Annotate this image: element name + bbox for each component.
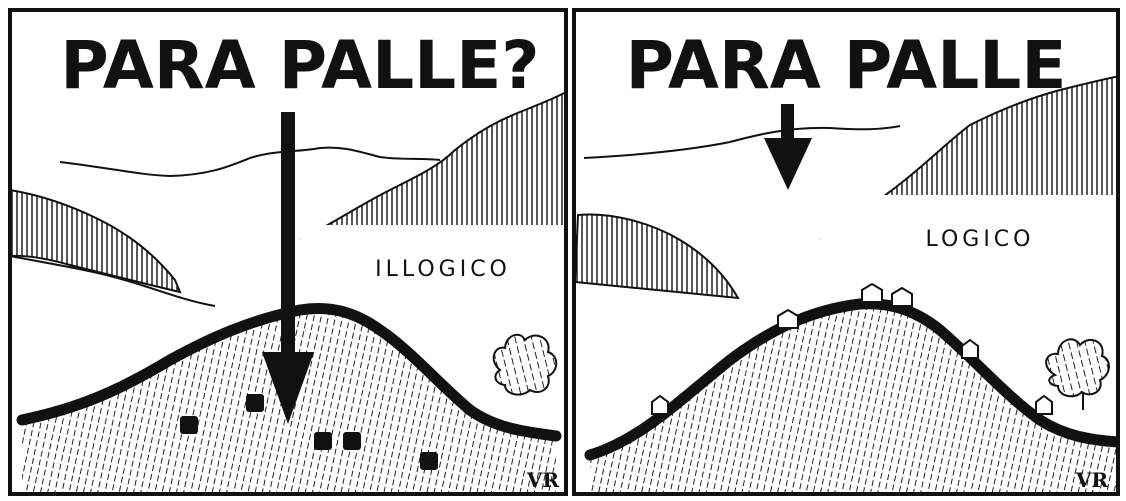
panel-illogico: PARA PALLE? ILLOGICO VR [10, 27, 566, 494]
horizon-line [583, 125, 901, 159]
tree [1045, 338, 1110, 410]
artist-signature: VR [526, 468, 560, 492]
hill-outline [16, 302, 562, 442]
panel-logico: PARA PALLE LOGICO VR [574, 27, 1118, 494]
arrow-down-icon [764, 104, 812, 190]
left-forest [10, 188, 182, 294]
panel-title: PARA PALLE? [60, 27, 539, 104]
panel-label: LOGICO [925, 227, 1034, 252]
panel-title: PARA PALLE [626, 27, 1067, 104]
right-ridge [300, 92, 566, 256]
panel-frame-left [8, 8, 568, 496]
tree [492, 333, 558, 396]
hill-outline [584, 298, 1118, 461]
houses [180, 394, 438, 470]
arrow-down-icon [262, 112, 314, 424]
left-forest [574, 213, 740, 300]
panel-frame-right [572, 8, 1120, 496]
panel-label: ILLOGICO [375, 257, 511, 282]
horizon-line [59, 146, 441, 178]
hill [590, 303, 1118, 494]
houses [651, 282, 1053, 415]
artist-signature: VR [1075, 468, 1109, 492]
